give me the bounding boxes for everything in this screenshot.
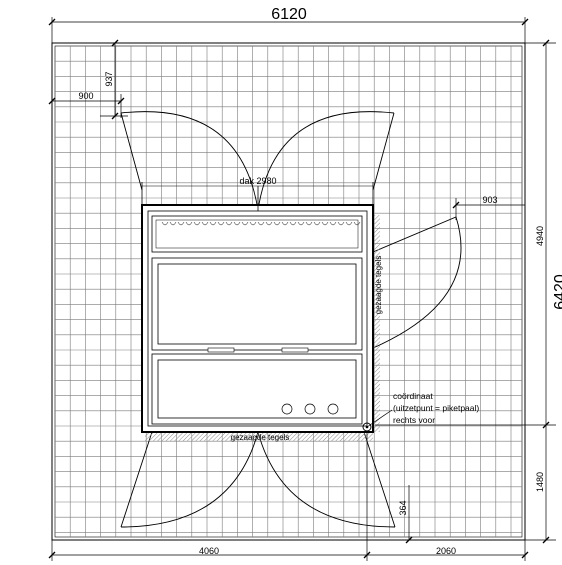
slat-mark: [217, 221, 225, 226]
unit-top-inner: [155, 219, 359, 249]
unit-top-slats: [161, 221, 361, 226]
slat-mark: [249, 221, 257, 226]
slat-mark: [297, 221, 305, 226]
slat-mark: [177, 221, 185, 226]
slat-mark: [169, 221, 177, 226]
burner-icon: [327, 403, 339, 415]
sawn-tiles-bottom-label: gezaagde tegels: [231, 433, 290, 442]
slat-mark: [241, 221, 249, 226]
slat-mark: [305, 221, 313, 226]
tile-area-inner-border: [54, 45, 523, 538]
hatch-right: [373, 215, 380, 432]
slat-mark: [209, 221, 217, 226]
door-swing-bottom-right: [257, 431, 396, 528]
total-width-label: 6120: [271, 6, 307, 23]
unit-bottom-inner: [157, 359, 357, 419]
slat-mark: [313, 221, 321, 226]
slat-mark: [289, 221, 297, 226]
dimension-lines: [51, 17, 556, 561]
sawn-tiles-side-label: gezaagde tegels: [374, 256, 383, 315]
unit-middle: [151, 257, 363, 351]
slat-mark: [185, 221, 193, 226]
tile-area-border: [51, 42, 526, 541]
burner-icon: [281, 403, 293, 415]
slat-mark: [321, 221, 329, 226]
unit-bottom: [151, 353, 363, 425]
door-swing-top-left: [120, 111, 259, 211]
slat-mark: [265, 221, 273, 226]
bottom-right-label: 2060: [436, 546, 456, 556]
stake-offset-label: 364: [398, 500, 408, 515]
coordinate-label-line3: rechts voor: [393, 415, 435, 425]
door-offset-label: 903: [482, 195, 497, 205]
coordinate-label-line2: (uitzetpunt = piketpaal): [393, 403, 479, 413]
offset-y-label: 937: [104, 71, 114, 86]
burner-icon: [304, 403, 316, 415]
door-swing-top-right: [257, 111, 395, 211]
unit-middle-handle-left: [207, 347, 235, 353]
hatch-bottom: [145, 432, 373, 441]
slat-mark: [257, 221, 265, 226]
door-swings: [120, 111, 462, 528]
slat-mark: [281, 221, 289, 226]
right-lower-label: 1480: [535, 472, 545, 492]
slat-mark: [353, 221, 361, 226]
door-swing-right: [372, 216, 462, 349]
unit-middle-handle-right: [281, 347, 309, 353]
building-inner-wall: [147, 210, 368, 427]
right-upper-label: 4940: [535, 226, 545, 246]
slat-mark: [337, 221, 345, 226]
stake-point-icon: [362, 422, 372, 432]
roof-label: dak 2980: [239, 176, 276, 186]
slat-mark: [193, 221, 201, 226]
dimension-ticks: [48, 18, 550, 559]
coordinate-label-line1: coördinaat: [393, 391, 433, 401]
building: [141, 182, 380, 441]
unit-middle-inner: [157, 263, 357, 345]
slat-mark: [233, 221, 241, 226]
door-swing-bottom-left: [120, 431, 259, 528]
burners: [281, 403, 339, 415]
offset-x-label: 900: [78, 91, 93, 101]
unit-top: [151, 215, 363, 253]
total-height-label: 6420: [552, 274, 562, 310]
slat-mark: [273, 221, 281, 226]
slat-mark: [345, 221, 353, 226]
bottom-left-label: 4060: [199, 546, 219, 556]
slat-mark: [201, 221, 209, 226]
slat-mark: [161, 221, 169, 226]
building-fill: [141, 204, 374, 433]
slat-mark: [225, 221, 233, 226]
slat-mark: [329, 221, 337, 226]
